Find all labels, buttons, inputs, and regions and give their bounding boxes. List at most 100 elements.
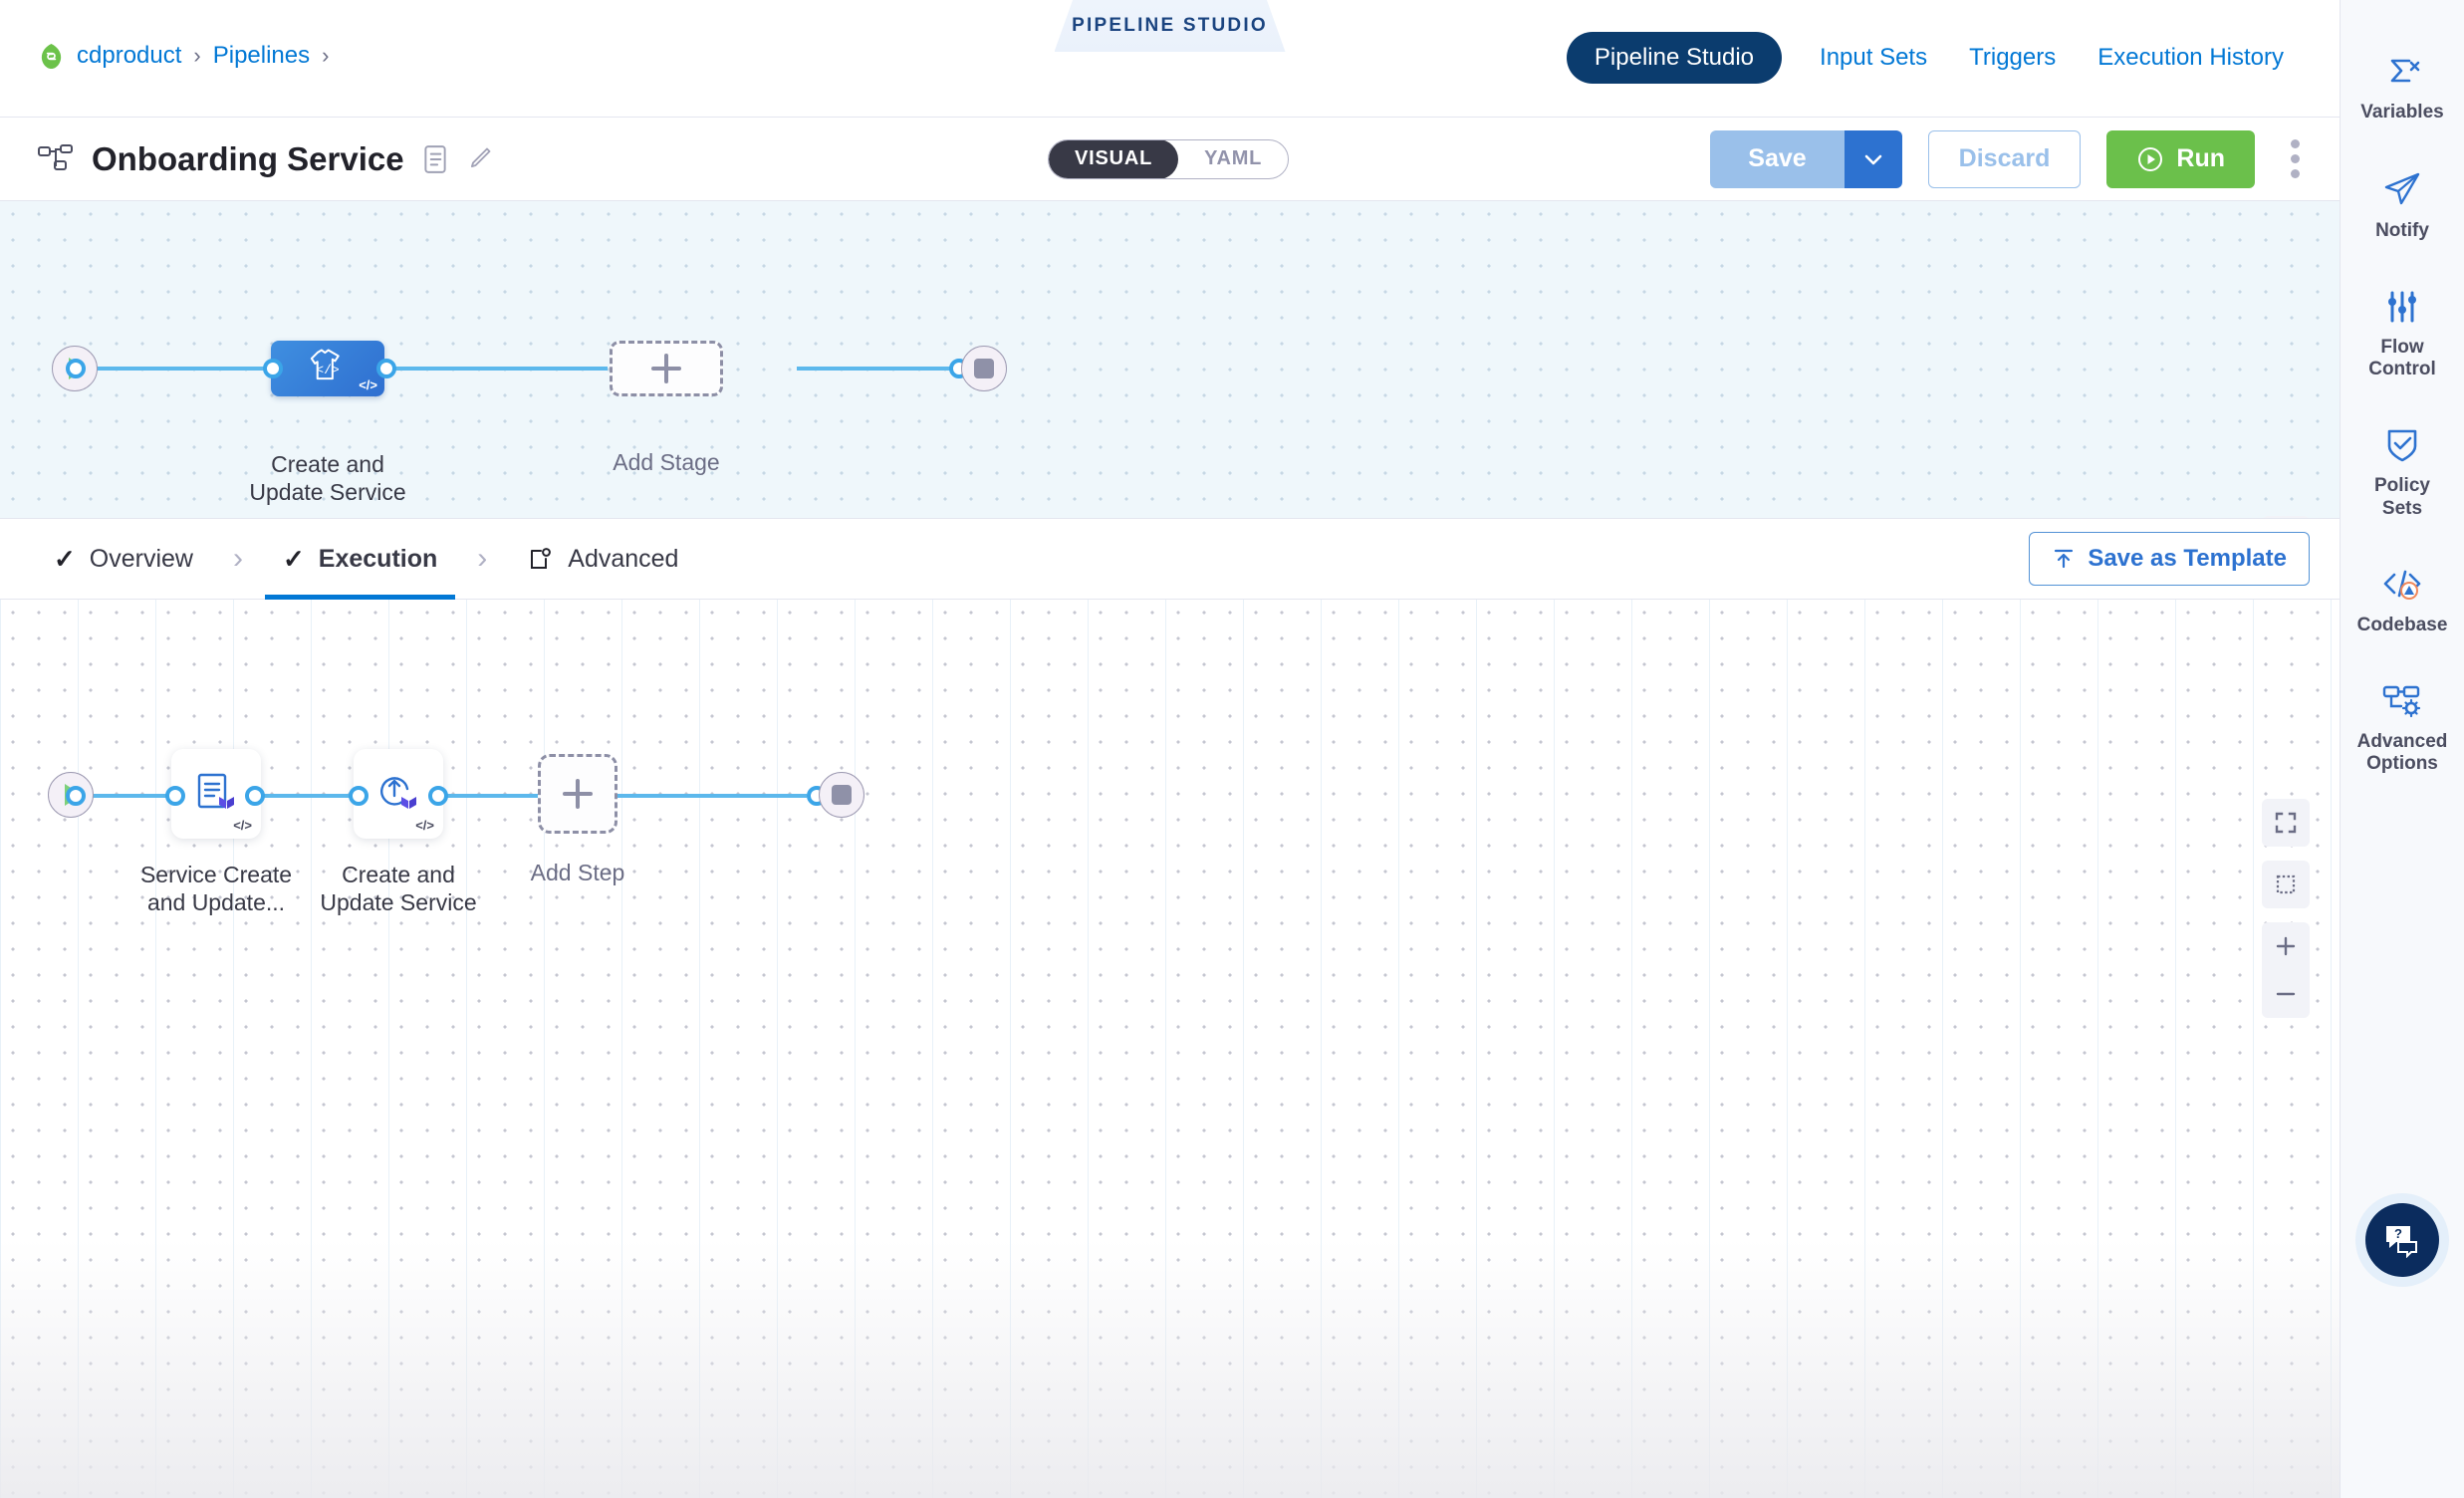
breadcrumb-item-pipelines[interactable]: Pipelines (212, 42, 311, 69)
kebab-menu-icon[interactable] (2281, 131, 2310, 186)
tab-pipeline-studio[interactable]: Pipeline Studio (1566, 32, 1783, 84)
save-split-button[interactable]: Save (1710, 129, 1902, 188)
fit-screen-icon (2275, 812, 2297, 834)
breadcrumb-separator: › (193, 43, 201, 68)
save-as-template-button[interactable]: Save as Template (2029, 532, 2310, 586)
svg-text:?: ? (2394, 1226, 2402, 1241)
add-stage-node[interactable] (610, 341, 723, 396)
page-title: Onboarding Service (92, 139, 404, 177)
tab-execution-history[interactable]: Execution History (2094, 34, 2288, 82)
stage-node-create-and-update-service[interactable]: </> </> (271, 341, 384, 396)
step-template-badge: </> (415, 818, 434, 833)
exec-step-2-out-port[interactable] (428, 786, 448, 806)
subtab-advanced[interactable]: Advanced (509, 518, 696, 600)
stage-link-start (74, 367, 278, 371)
fit-to-screen-button[interactable] (2262, 799, 2310, 847)
harness-leaf-icon (41, 43, 62, 69)
save-button[interactable]: Save (1710, 129, 1845, 188)
title-bar: Onboarding Service VISUAL YAML Save (0, 118, 2340, 201)
execution-canvas[interactable]: </> Service Create and Update... </> (0, 600, 2340, 1498)
exec-link-1 (255, 794, 374, 798)
help-chat-icon: ? (2386, 1226, 2417, 1258)
mode-visual[interactable]: VISUAL (1049, 139, 1179, 178)
deployment-service-icon: </> (310, 349, 340, 380)
subtab-execution[interactable]: ✓ Execution (264, 518, 456, 600)
pipeline-nodes-icon (38, 143, 73, 170)
sidebar-item-policy-sets[interactable]: Policy Sets (2341, 403, 2464, 543)
stage-sub-tabs: ✓ Overview › ✓ Execution › Advanced (0, 518, 2340, 600)
sidebar-item-codebase[interactable]: Codebase (2341, 543, 2464, 659)
title-group: Onboarding Service (38, 140, 492, 178)
sidebar-item-variables[interactable]: Variables (2341, 30, 2464, 146)
svg-text:</>: </> (316, 363, 340, 377)
main-column: cdproduct › Pipelines › PIPELINE STUDIO … (0, 0, 2340, 1498)
sidebar-label-flow-control: Flow Control (2368, 336, 2436, 380)
add-step-label: Add Step (530, 860, 625, 885)
stage-node-out-port[interactable] (376, 359, 396, 378)
stage-node-label: Create and Update Service (249, 451, 406, 506)
visual-yaml-toggle[interactable]: VISUAL YAML (1048, 138, 1290, 179)
advanced-gear-icon (531, 547, 552, 569)
exec-step-2-in-port[interactable] (349, 786, 369, 806)
help-chat-button[interactable]: ? (2365, 1203, 2439, 1277)
description-icon[interactable] (422, 144, 448, 174)
stage-template-badge: </> (359, 377, 377, 392)
subtab-execution-label: Execution (318, 544, 438, 573)
stage-node-in-port[interactable] (263, 359, 283, 378)
sidebar-item-flow-control[interactable]: Flow Control (2341, 265, 2464, 404)
zoom-in-button[interactable] (2262, 922, 2310, 970)
upload-template-icon (2055, 549, 2074, 569)
pipeline-studio-badge: PIPELINE STUDIO (1054, 0, 1286, 52)
add-step-node[interactable] (538, 754, 617, 834)
sigma-variables-icon (2390, 59, 2420, 83)
sidebar-item-advanced-options[interactable]: Advanced Options (2341, 659, 2464, 799)
sidebar-label-variables: Variables (2360, 102, 2444, 123)
sidebar-item-notify[interactable]: Notify (2341, 146, 2464, 265)
pencil-edit-icon[interactable] (466, 144, 492, 174)
stage-start-port[interactable] (66, 359, 86, 378)
zoom-controls (2262, 922, 2310, 1018)
zoom-out-button[interactable] (2262, 970, 2310, 1018)
exec-step-1-out-port[interactable] (245, 786, 265, 806)
top-bar: cdproduct › Pipelines › PIPELINE STUDIO … (0, 0, 2340, 118)
mode-yaml[interactable]: YAML (1178, 140, 1288, 178)
run-button[interactable]: Run (2106, 129, 2255, 188)
save-dropdown-button[interactable] (1844, 129, 1902, 188)
run-label: Run (2176, 144, 2225, 172)
exec-step-1-label: Service Create and Update... (139, 862, 293, 916)
execution-canvas-tools (2262, 799, 2310, 1018)
stage-canvas[interactable]: </> </> Create and Update Service Add St… (0, 201, 2340, 518)
save-as-template-label: Save as Template (2088, 545, 2287, 572)
exec-start-port[interactable] (66, 786, 86, 806)
sidebar-label-advanced-options: Advanced Options (2356, 730, 2448, 775)
subtab-separator-2: › (477, 542, 488, 575)
select-area-button[interactable] (2262, 861, 2310, 908)
subtab-advanced-label: Advanced (568, 544, 679, 573)
terraform-plan-icon (197, 773, 234, 809)
check-icon: ✓ (54, 543, 76, 574)
top-nav: Pipeline Studio Input Sets Triggers Exec… (1566, 32, 2288, 84)
exec-step-2-label: Create and Update Service (320, 862, 477, 916)
step-template-badge: </> (233, 818, 252, 833)
discard-button[interactable]: Discard (1927, 129, 2082, 188)
minus-icon (2276, 992, 2296, 996)
breadcrumb: cdproduct › Pipelines › (38, 42, 329, 70)
exec-step-1-in-port[interactable] (165, 786, 185, 806)
chevron-down-icon (1864, 154, 1881, 164)
subtab-overview[interactable]: ✓ Overview (36, 518, 211, 600)
tab-triggers[interactable]: Triggers (1965, 34, 2060, 82)
advanced-options-icon (2382, 685, 2421, 717)
breadcrumb-separator-2: › (322, 43, 330, 68)
subtab-overview-label: Overview (89, 544, 193, 573)
breadcrumb-item-cdproduct[interactable]: cdproduct (77, 42, 182, 69)
end-stop-icon (974, 359, 994, 378)
plus-icon (651, 354, 681, 383)
shield-check-icon (2387, 429, 2417, 462)
stage-end-node (961, 346, 1007, 391)
fit-to-screen-button[interactable] (2262, 516, 2310, 518)
subtab-separator-1: › (232, 542, 243, 575)
tab-input-sets[interactable]: Input Sets (1816, 34, 1931, 82)
exec-link-3 (617, 794, 807, 798)
exec-link-start (74, 794, 193, 798)
dashed-square-icon (2276, 874, 2296, 894)
